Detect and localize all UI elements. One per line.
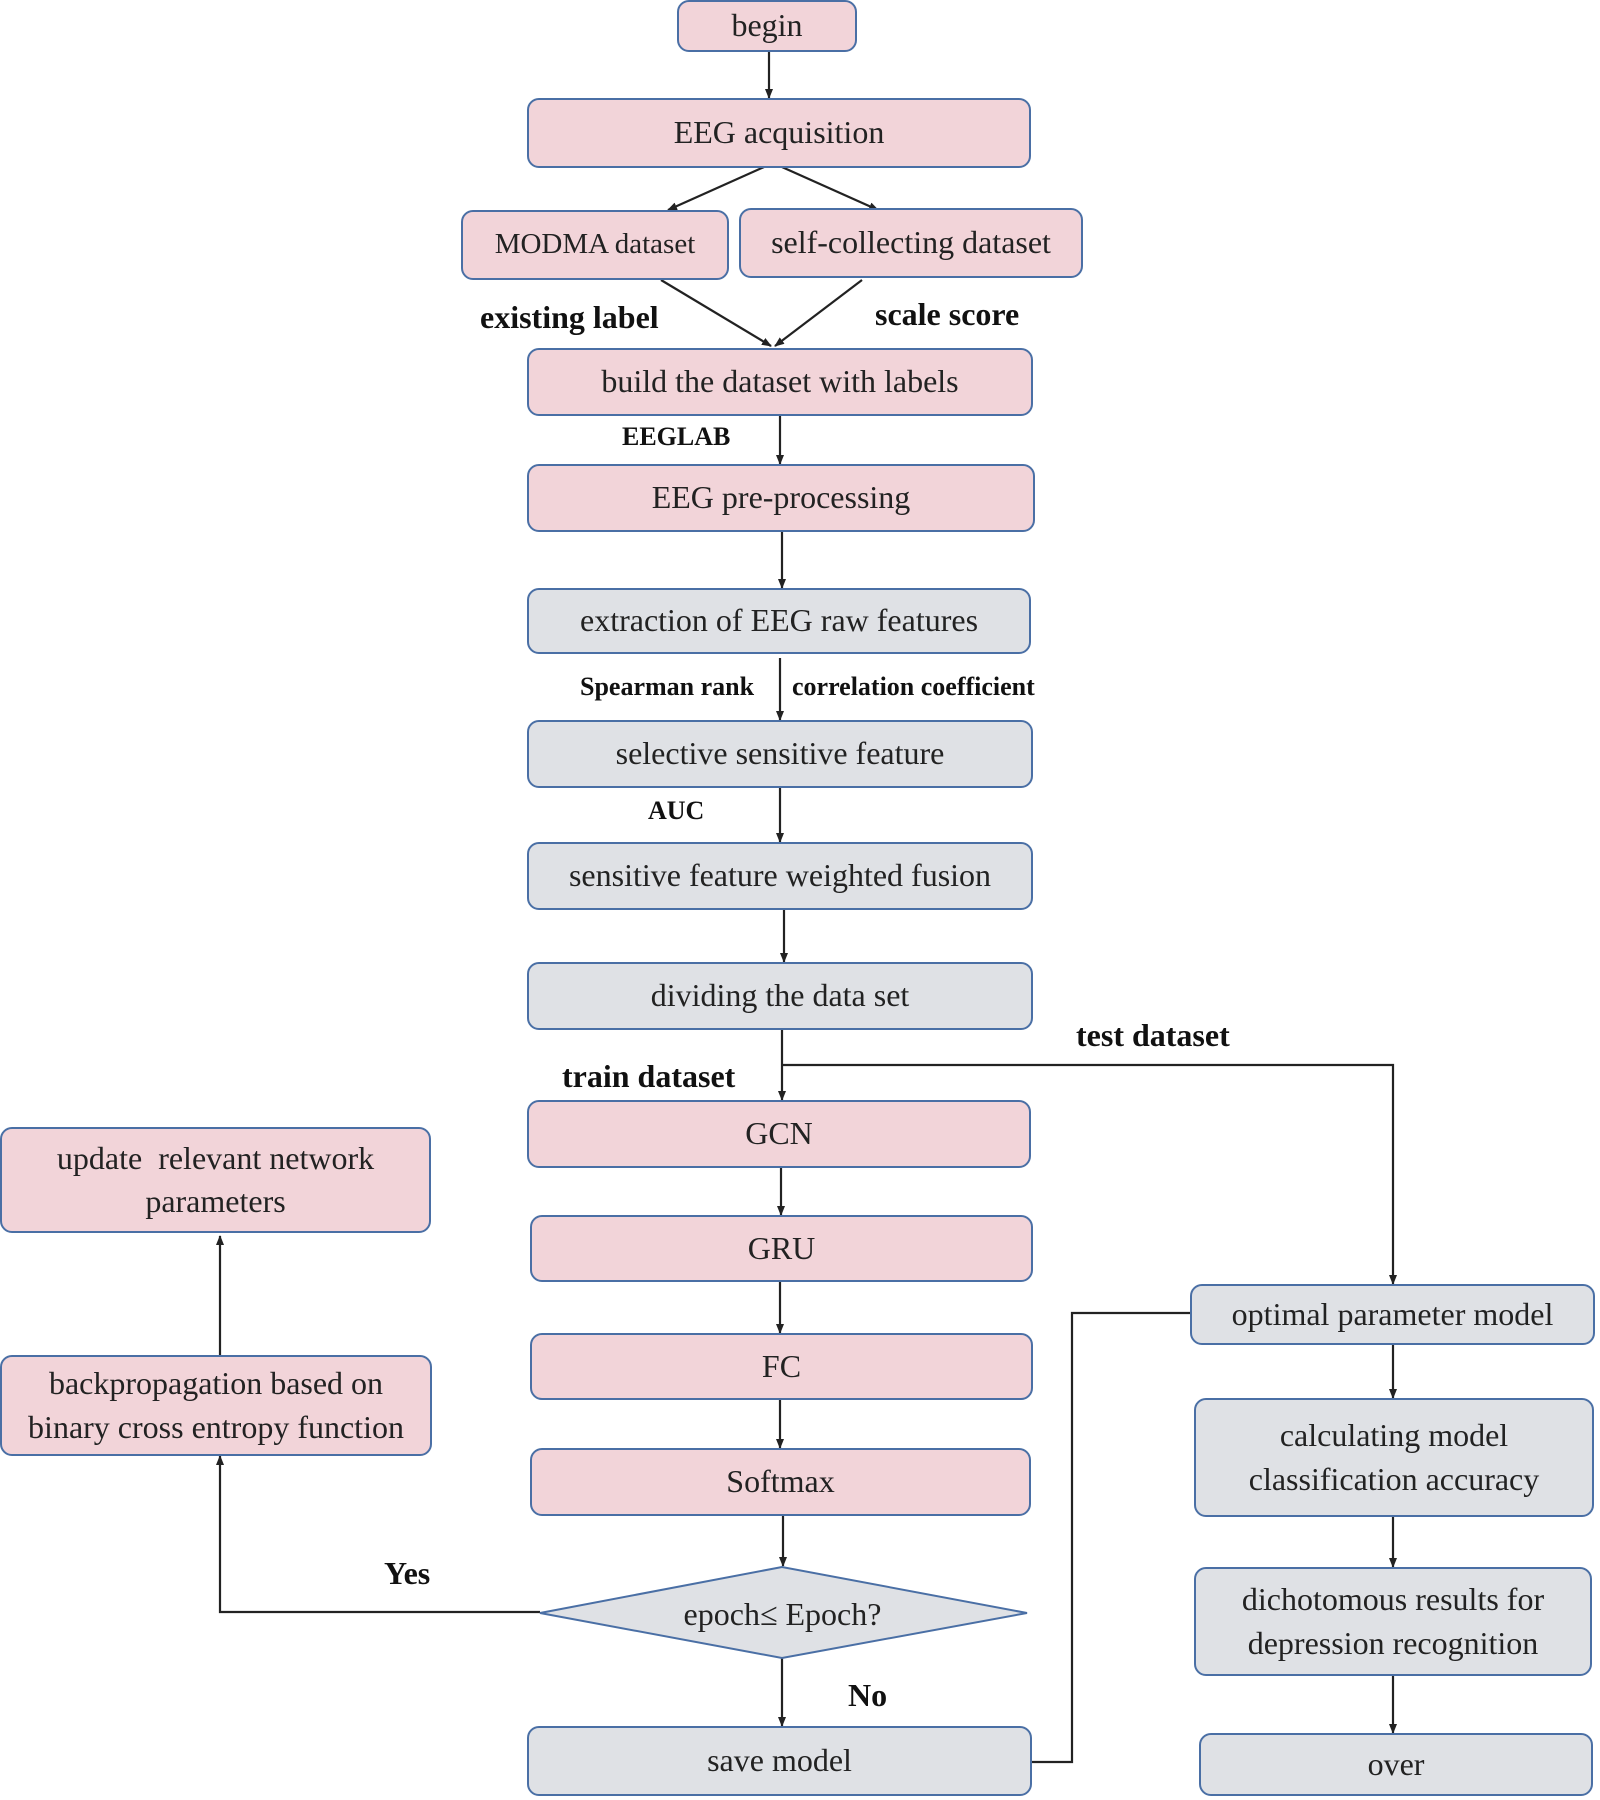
label-auc: AUC: [648, 796, 705, 825]
node-calc-accuracy-line1: calculating model: [1279, 1417, 1509, 1454]
node-save-model-label: save model: [707, 1742, 852, 1779]
node-optimal-model: optimal parameter model: [1190, 1284, 1595, 1345]
node-gcn-label: GCN: [745, 1115, 813, 1152]
node-extraction: extraction of EEG raw features: [527, 588, 1031, 654]
node-softmax-label: Softmax: [726, 1463, 835, 1500]
node-modma-dataset: MODMA dataset: [461, 210, 729, 280]
node-update-params-line1: update relevant network: [56, 1139, 375, 1176]
node-dichotomous-line1: dichotomous results for: [1241, 1581, 1545, 1618]
node-calc-accuracy: calculating model classification accurac…: [1194, 1398, 1594, 1517]
label-test-dataset: test dataset: [1076, 1017, 1230, 1053]
node-backprop: backpropagation based on binary cross en…: [0, 1355, 432, 1456]
decision-diamond: [539, 1565, 1028, 1660]
label-no: No: [848, 1677, 888, 1713]
node-begin-label: begin: [731, 7, 803, 44]
arrow-acquisition-to-self: [772, 161, 879, 212]
node-eeg-preprocessing-label: EEG pre-processing: [651, 479, 911, 516]
arrow-decision-to-backprop: [216, 1455, 540, 1614]
node-eeg-preprocessing: EEG pre-processing: [527, 464, 1035, 532]
node-weighted-fusion-label: sensitive feature weighted fusion: [568, 857, 992, 894]
arrow-dividing-to-optimal: [782, 1063, 1397, 1285]
node-self-collecting-dataset-label: self-collecting dataset: [771, 224, 1051, 261]
arrow-self-to-build: [774, 279, 863, 347]
arrow-acquisition-to-modma: [667, 161, 774, 212]
node-gru-label: GRU: [747, 1229, 816, 1266]
node-dichotomous: dichotomous results for depression recog…: [1194, 1567, 1592, 1676]
node-modma-dataset-label: MODMA dataset: [494, 228, 696, 261]
node-over-label: over: [1367, 1745, 1425, 1782]
label-yes: Yes: [384, 1555, 431, 1591]
label-eeglab: EEGLAB: [622, 422, 731, 451]
node-calc-accuracy-line2: classification accuracy: [1248, 1460, 1540, 1497]
node-fc: FC: [530, 1333, 1033, 1400]
node-dichotomous-line2: depression recognition: [1247, 1624, 1539, 1661]
node-eeg-acquisition-label: EEG acquisition: [673, 114, 885, 151]
node-backprop-line2: binary cross entropy function: [28, 1408, 404, 1445]
node-eeg-acquisition: EEG acquisition: [527, 98, 1031, 168]
node-fc-label: FC: [761, 1347, 802, 1384]
node-over: over: [1199, 1733, 1593, 1796]
arrow-modma-to-build: [660, 279, 772, 347]
node-selective-feature: selective sensitive feature: [527, 720, 1033, 788]
label-correlation: correlation coefficient: [792, 672, 1035, 701]
node-gru: GRU: [530, 1215, 1033, 1282]
node-build-dataset-label: build the dataset with labels: [601, 363, 959, 400]
connector-save-to-optimal: [1032, 1311, 1190, 1764]
node-weighted-fusion: sensitive feature weighted fusion: [527, 842, 1033, 910]
label-train-dataset: train dataset: [562, 1058, 736, 1094]
node-update-params: update relevant network parameters: [0, 1127, 431, 1233]
label-scale-score: scale score: [875, 296, 1020, 332]
node-dividing-label: dividing the data set: [650, 977, 910, 1014]
node-begin: begin: [677, 0, 857, 52]
node-self-collecting-dataset: self-collecting dataset: [739, 208, 1083, 278]
node-update-params-line2: parameters: [145, 1183, 286, 1219]
node-extraction-label: extraction of EEG raw features: [579, 602, 979, 639]
node-gcn: GCN: [527, 1100, 1031, 1168]
node-build-dataset: build the dataset with labels: [527, 348, 1033, 416]
node-backprop-line1: backpropagation based on: [48, 1365, 384, 1402]
node-save-model: save model: [527, 1726, 1032, 1796]
node-optimal-model-label: optimal parameter model: [1231, 1295, 1554, 1332]
node-dividing: dividing the data set: [527, 962, 1033, 1030]
label-existing-label: existing label: [480, 299, 659, 335]
node-softmax: Softmax: [530, 1448, 1031, 1516]
label-spearman: Spearman rank: [580, 672, 755, 701]
node-decision-label: epoch≤ Epoch?: [683, 1595, 882, 1632]
node-selective-feature-label: selective sensitive feature: [615, 735, 945, 772]
